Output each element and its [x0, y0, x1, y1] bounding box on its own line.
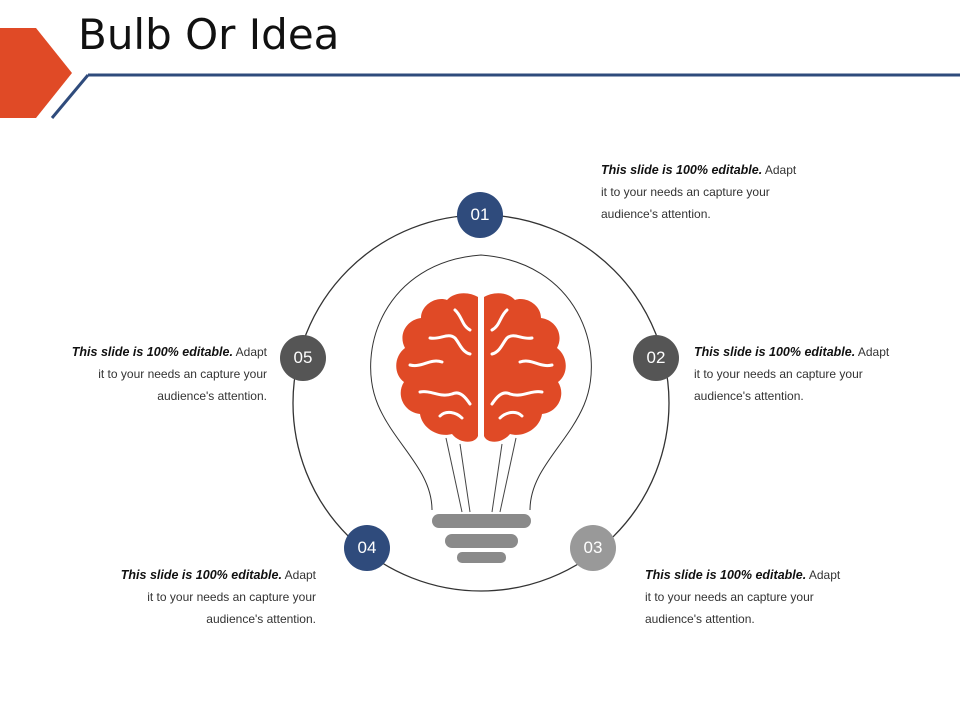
note-01-text3: audience's attention.	[601, 207, 711, 221]
note-04-bold: This slide is 100% editable.	[120, 568, 282, 582]
header-accent-hexagon	[0, 28, 72, 118]
note-01: This slide is 100% editable. Adapt it to…	[601, 159, 841, 225]
step-badge-05: 05	[280, 335, 326, 381]
step-badge-02: 02	[633, 335, 679, 381]
step-badge-01: 01	[457, 192, 503, 238]
note-02-text3: audience's attention.	[694, 389, 804, 403]
step-badge-03: 03	[570, 525, 616, 571]
bulb-base-icon	[432, 514, 531, 563]
note-05-text2: it to your needs an capture your	[98, 367, 267, 381]
note-01-bold: This slide is 100% editable.	[601, 163, 763, 177]
note-04-text2: it to your needs an capture your	[147, 590, 316, 604]
note-02: This slide is 100% editable. Adapt it to…	[694, 341, 934, 407]
note-03: This slide is 100% editable. Adapt it to…	[645, 564, 885, 630]
brain-icon	[396, 293, 566, 442]
note-01-text1: Adapt	[764, 163, 797, 177]
note-02-text2: it to your needs an capture your	[694, 367, 863, 381]
note-02-text1: Adapt	[857, 345, 890, 359]
bulb-outline	[370, 254, 592, 511]
header-rule-diagonal	[50, 74, 90, 119]
note-03-bold: This slide is 100% editable.	[645, 568, 807, 582]
bulb-filaments	[445, 437, 517, 513]
note-05-text1: Adapt	[235, 345, 267, 359]
note-05: This slide is 100% editable. Adapt it to…	[27, 341, 267, 407]
note-03-text1: Adapt	[808, 568, 841, 582]
note-03-text3: audience's attention.	[645, 612, 755, 626]
note-05-bold: This slide is 100% editable.	[71, 345, 233, 359]
step-badge-04: 04	[344, 525, 390, 571]
note-04-text3: audience's attention.	[206, 612, 316, 626]
note-04-text1: Adapt	[284, 568, 316, 582]
note-01-text2: it to your needs an capture your	[601, 185, 770, 199]
page-title: Bulb Or Idea	[78, 10, 340, 59]
note-04: This slide is 100% editable. Adapt it to…	[76, 564, 316, 630]
note-03-text2: it to your needs an capture your	[645, 590, 814, 604]
note-02-bold: This slide is 100% editable.	[694, 345, 856, 359]
note-05-text3: audience's attention.	[157, 389, 267, 403]
